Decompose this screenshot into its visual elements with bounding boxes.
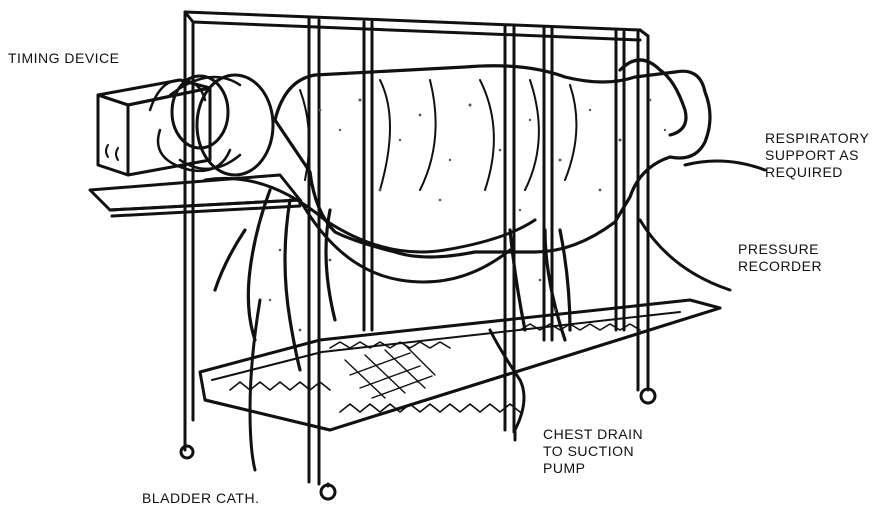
label-pressure-line-2: RECORDER — [738, 258, 822, 275]
label-respiratory-line-2: SUPPORT AS — [765, 147, 869, 164]
label-respiratory-line-3: REQUIRED — [765, 164, 869, 181]
label-pressure-recorder: PRESSURE RECORDER — [738, 241, 822, 275]
label-bladder-cath: BLADDER CATH. — [142, 490, 259, 507]
label-chest-line-3: PUMP — [543, 460, 643, 477]
cage-top-frame — [185, 12, 648, 44]
label-chest-line-1: CHEST DRAIN — [543, 426, 643, 443]
label-chest-drain: CHEST DRAIN TO SUCTION PUMP — [543, 426, 643, 477]
label-timing-device: TIMING DEVICE — [8, 50, 120, 67]
label-respiratory-line-1: RESPIRATORY — [765, 130, 869, 147]
label-chest-line-2: TO SUCTION — [543, 443, 643, 460]
label-respiratory-support: RESPIRATORY SUPPORT AS REQUIRED — [765, 130, 869, 181]
label-pressure-line-1: PRESSURE — [738, 241, 822, 258]
bottom-tray — [200, 300, 720, 430]
